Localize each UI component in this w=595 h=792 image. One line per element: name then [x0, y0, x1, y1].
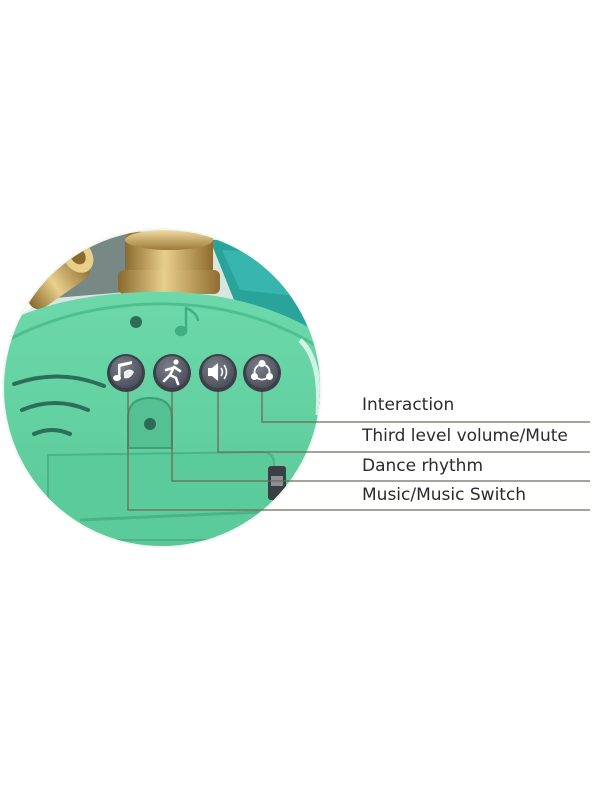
dance-button: [153, 354, 191, 392]
speaker-grille: [12, 374, 106, 436]
interaction-button: [243, 354, 281, 392]
label-interaction: Interaction: [362, 395, 455, 415]
label-dance: Dance rhythm: [362, 456, 484, 476]
music-note-icon: [113, 361, 134, 381]
leader-line-volume: [217, 392, 590, 453]
speaker-icon: [208, 363, 228, 381]
screw-hole: [130, 316, 142, 328]
magnified-lens: [4, 230, 320, 546]
leader-line-interaction: [261, 392, 590, 423]
interaction-icon: [250, 359, 273, 381]
running-figure-icon: [162, 359, 182, 386]
embossed-note-icon: [174, 306, 200, 337]
leader-line-music: [127, 392, 590, 511]
music-button: [107, 354, 145, 392]
volume-button: [199, 354, 237, 392]
leader-line-dance: [171, 392, 590, 482]
label-volume: Third level volume/Mute: [362, 426, 568, 446]
label-music: Music/Music Switch: [362, 485, 527, 505]
leader-lines: [127, 392, 590, 511]
